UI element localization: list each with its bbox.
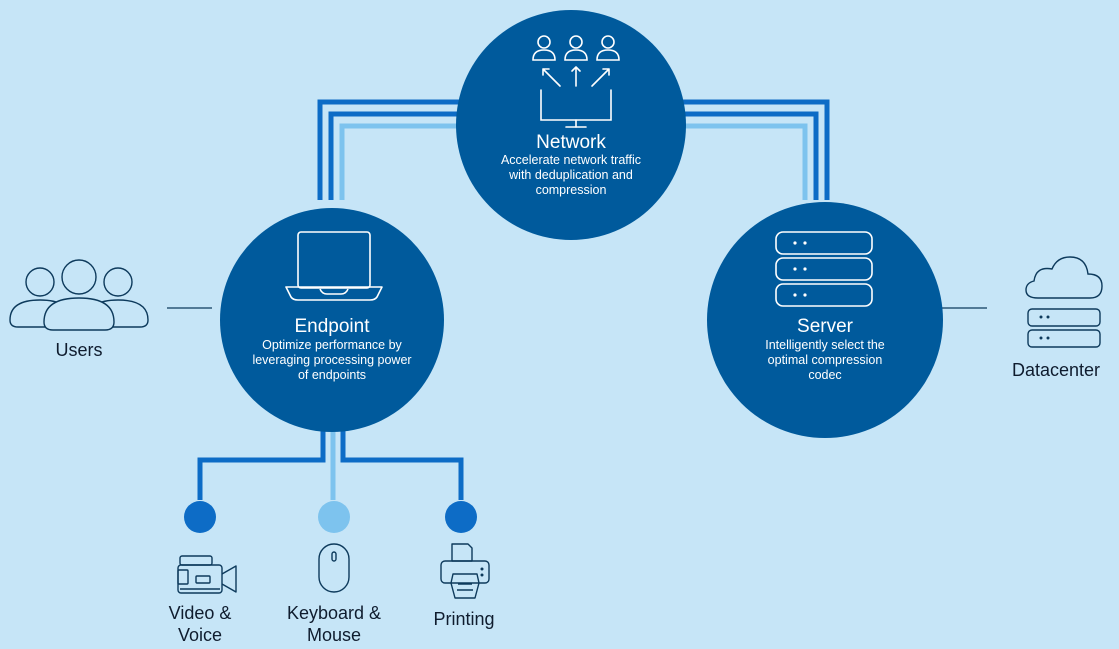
printing-label: Printing [433,609,495,629]
keyboard-mouse-label: Keyboard & Mouse [286,603,382,645]
server-stack-icon [775,231,873,307]
network-title: Network [536,132,606,153]
users-distribution-monitor-icon [532,35,620,128]
printing-connector-dot [445,501,477,533]
datacenter-label: Datacenter [1012,360,1101,380]
video-camera-icon [177,555,237,594]
connector-endpoint-network [317,99,480,200]
server-node [707,202,943,438]
laptop-icon [285,231,383,301]
endpoint-node [220,208,444,432]
server-title: Server [797,316,853,337]
server-description: Intelligently select the optimal compres… [765,338,885,382]
network-node [456,10,686,240]
keyboard-connector-dot [318,501,350,533]
users-group-icon [9,259,149,331]
video-voice-label: Video & Voice [168,603,232,645]
printer-icon [440,543,490,599]
endpoint-description: Optimize performance by leveraging proce… [252,338,412,382]
users-label: Users [55,340,103,360]
endpoint-title: Endpoint [294,316,370,337]
video-connector-dot [184,501,216,533]
connector-network-server [660,99,830,200]
mouse-icon [318,543,350,593]
cloud-server-icon [1025,256,1103,348]
network-description: Accelerate network traffic with deduplic… [500,153,642,197]
